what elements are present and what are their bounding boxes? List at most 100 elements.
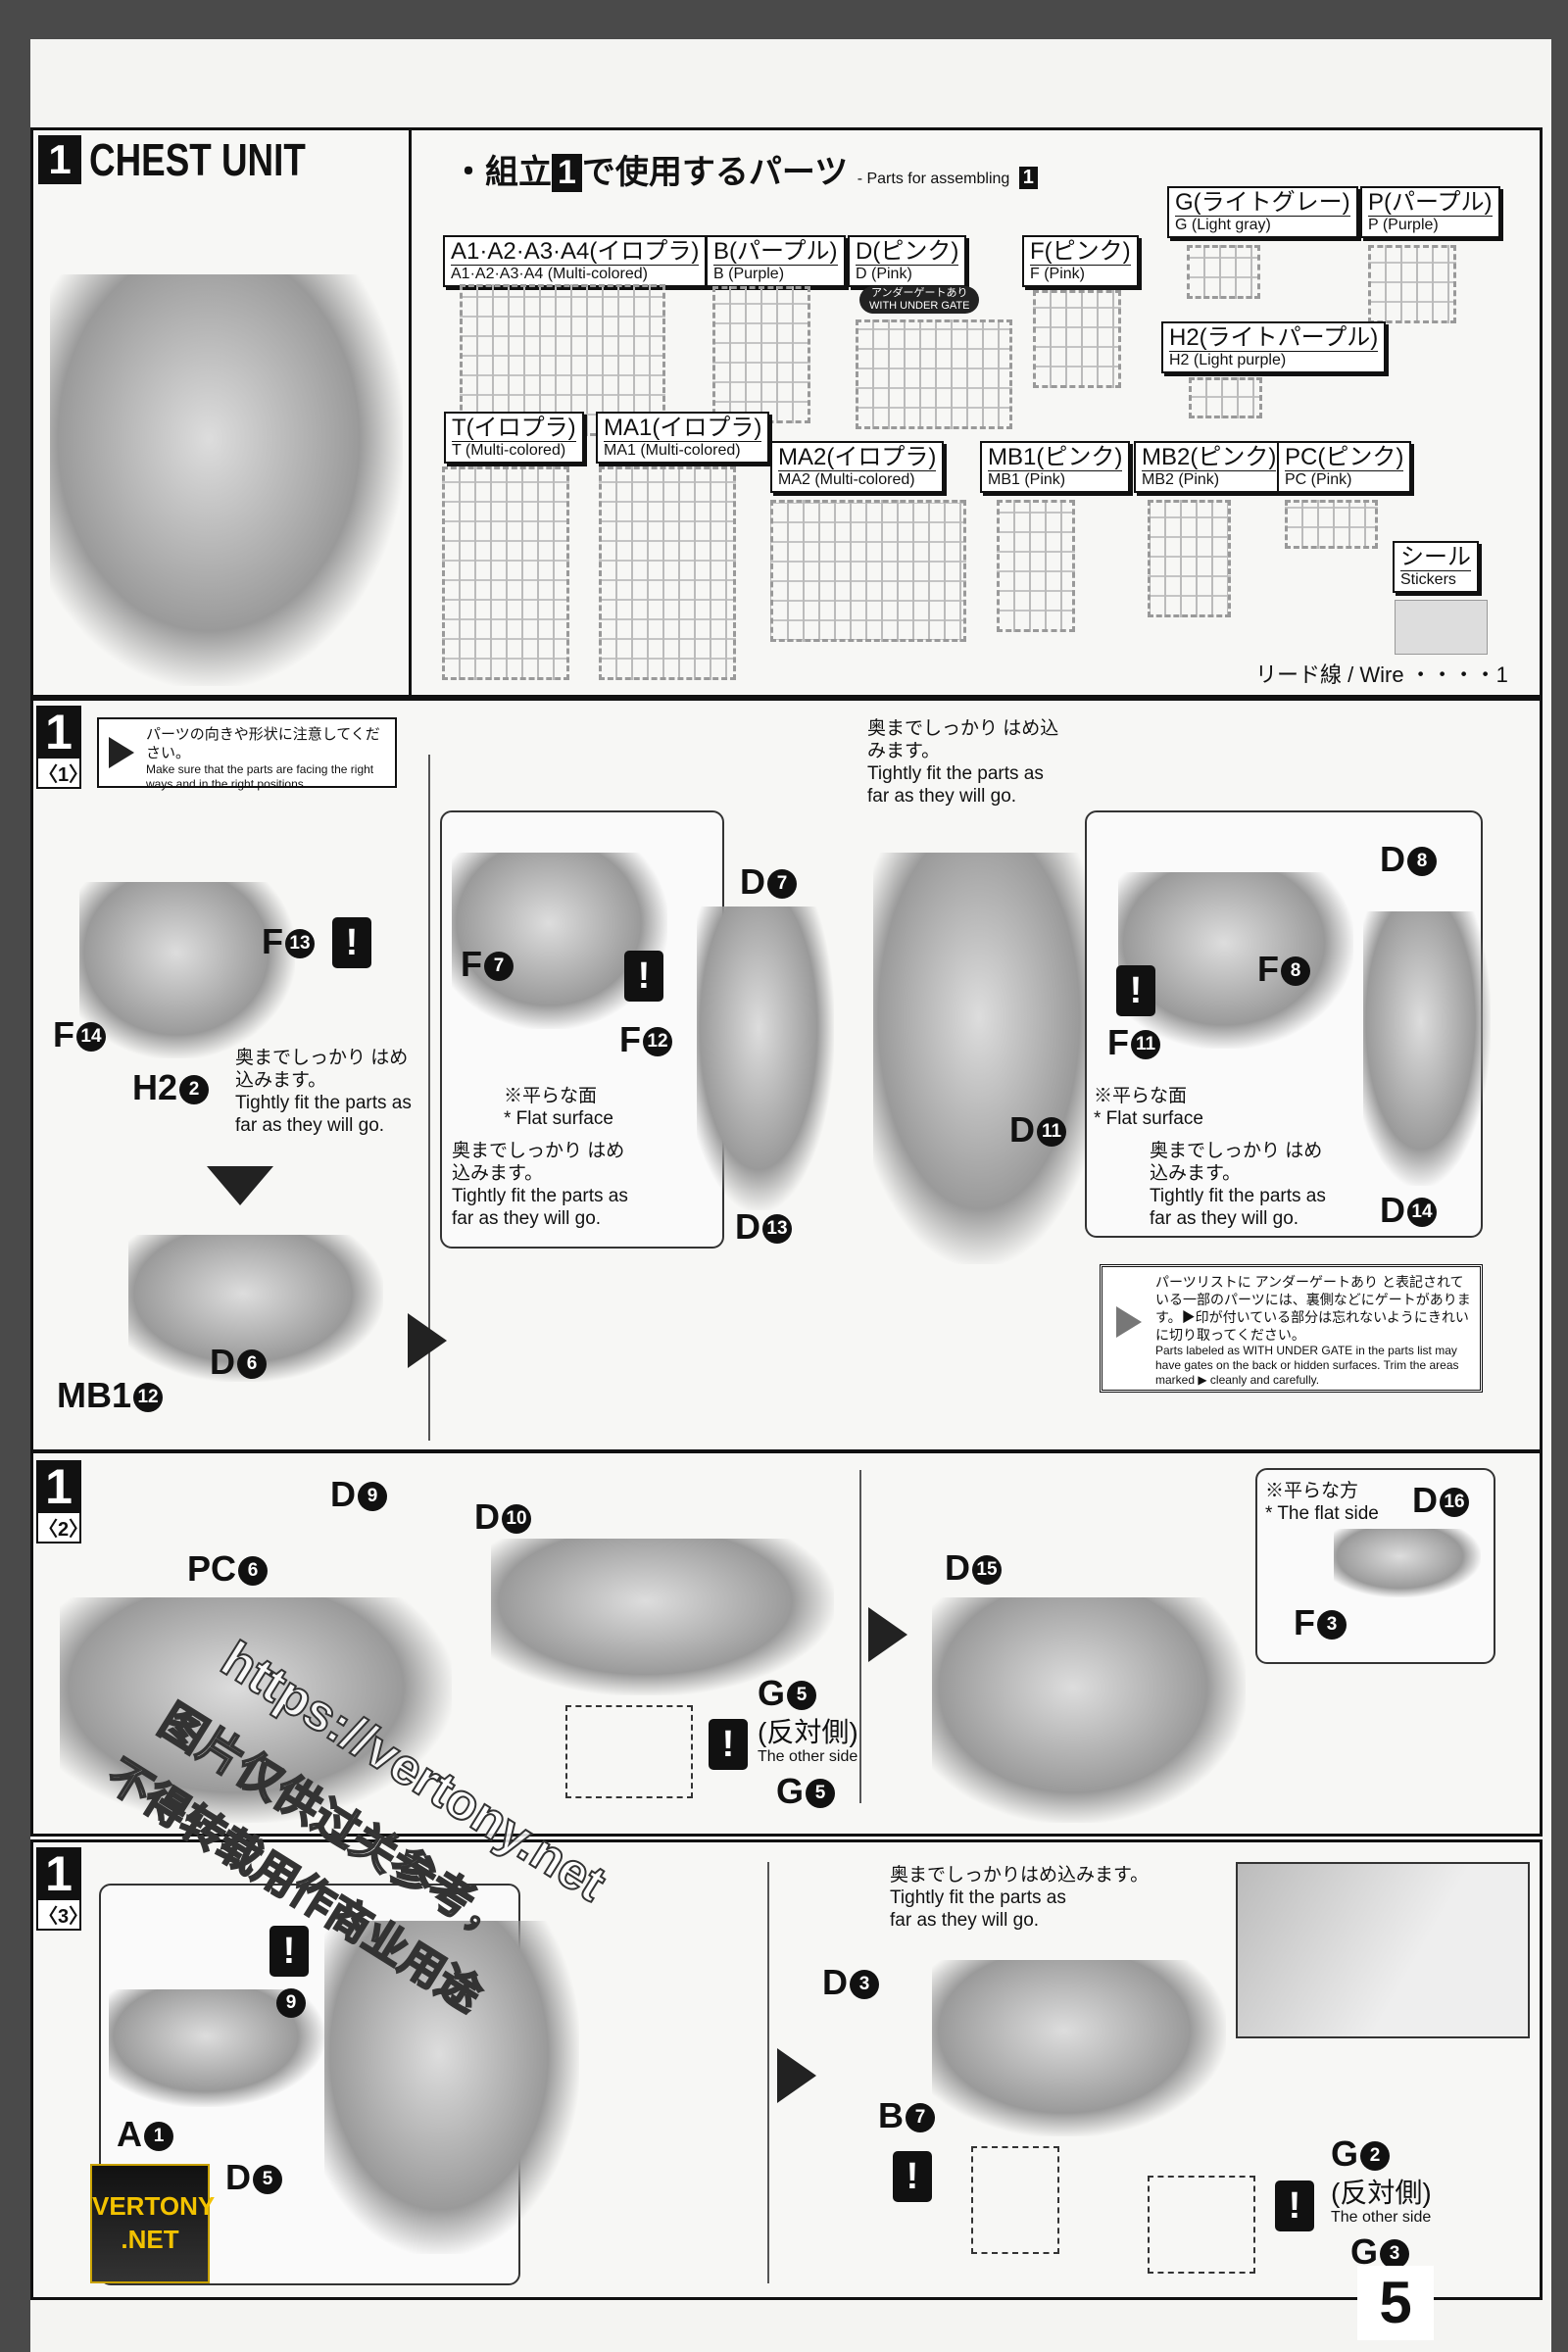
- sticker-sheet-image: [1395, 600, 1488, 655]
- step-number-badge: 1: [38, 135, 81, 184]
- runner-label-h2: H2(ライトパープル)H2 (Light purple): [1161, 321, 1387, 373]
- runner-label-mb2: MB2(ピンク)MB2 (Pink): [1134, 441, 1285, 493]
- arrow-down-icon: [207, 1166, 273, 1205]
- runner-label-ma1: MA1(イロプラ)MA1 (Multi-colored): [596, 412, 770, 464]
- flat-surface-note: ※平らな面* Flat surface: [1094, 1086, 1203, 1129]
- caution-box: パーツの向きや形状に注意してください。 Make sure that the p…: [97, 717, 397, 791]
- substep-label: 〈2〉: [36, 1513, 88, 1544]
- substep-label: 〈1〉: [36, 759, 88, 789]
- flat-side-note: ※平らな方* The flat side: [1265, 1481, 1379, 1524]
- detail-inset: [971, 2146, 1059, 2254]
- detail-inset: [1148, 2176, 1255, 2274]
- chest-assembly-2b-illustration: [491, 1539, 834, 1695]
- detail-inset: [565, 1705, 693, 1798]
- chest-assembly-3a-illustration: [324, 1921, 579, 2254]
- runner-label-g: G(ライトグレー)G (Light gray): [1167, 186, 1358, 238]
- runner-label-mb1: MB1(ピンク)MB1 (Pink): [980, 441, 1131, 493]
- next-step-arrow-icon: [868, 1607, 907, 1662]
- flat-surface-note: ※平らな面* Flat surface: [504, 1086, 613, 1129]
- divider: [428, 755, 430, 1441]
- f7-f12-illustration: [452, 853, 667, 1029]
- next-step-arrow-icon: [777, 2048, 816, 2103]
- runner-a-image: [460, 284, 665, 436]
- runner-g-image: [1187, 245, 1260, 299]
- fit-note: 奥までしっかりはめ込みます。Tightly fit the parts as f…: [890, 1865, 1150, 1931]
- page-number: 5: [1357, 2266, 1434, 2340]
- chest-unit-illustration: [50, 274, 403, 686]
- runner-ma1-image: [599, 466, 736, 680]
- caution-icon: !: [270, 1926, 309, 1977]
- runner-pc-image: [1285, 500, 1378, 549]
- caution-icon: !: [709, 1719, 748, 1770]
- next-step-arrow-icon: [408, 1313, 447, 1368]
- chest-assembly-2a-illustration: [60, 1597, 452, 1823]
- d8-d14-illustration: [1363, 911, 1491, 1186]
- d7-d13-illustration: [697, 906, 834, 1210]
- runner-label-p: P(パープル)P (Purple): [1360, 186, 1500, 238]
- runner-d-image: [856, 319, 1012, 429]
- runner-label-a: A1·A2·A3·A4(イロプラ)A1·A2·A3·A4 (Multi-colo…: [443, 235, 708, 287]
- caution-icon: !: [332, 917, 371, 968]
- runner-label-ma2: MA2(イロプラ)MA2 (Multi-colored): [770, 441, 945, 493]
- runner-label-b: B(パープル)B (Purple): [706, 235, 846, 287]
- runner-h2-image: [1189, 377, 1262, 418]
- fit-note: 奥までしっかり はめ込みます。Tightly fit the parts as …: [452, 1141, 628, 1229]
- section-title: CHEST UNIT: [89, 134, 306, 185]
- arrow-right-icon: [109, 737, 134, 768]
- fit-note: 奥までしっかり はめ込みます。Tightly fit the parts as …: [235, 1048, 412, 1136]
- chest-assembly-3b-illustration: [932, 1960, 1226, 2136]
- step-number-badge: 1: [36, 1460, 81, 1513]
- runner-label-pc: PC(ピンク)PC (Pink): [1277, 441, 1412, 493]
- fit-note: 奥までしっかり はめ込みます。Tightly fit the parts as …: [867, 718, 1059, 807]
- f3-d16-illustration: [1334, 1529, 1481, 1597]
- under-gate-note: パーツリストに アンダーゲートあり と表記されている一部のパーツには、裏側などに…: [1100, 1264, 1483, 1393]
- caution-icon: !: [624, 951, 663, 1002]
- closeup-inset: [1236, 1862, 1530, 2038]
- step-number-badge: 1: [36, 706, 81, 759]
- other-side-note: (反対側)The other side: [758, 1717, 858, 1765]
- runner-b-image: [712, 286, 810, 423]
- caution-icon: !: [1116, 965, 1155, 1016]
- chest-frame-illustration: [873, 853, 1108, 1264]
- wire-count: リード線 / Wire ・・・・1: [1255, 662, 1508, 687]
- caution-icon: !: [1275, 2180, 1314, 2231]
- parts-f13-f14-h2-illustration: [79, 882, 295, 1058]
- part-label-9: 9: [274, 1982, 306, 2021]
- runner-label-f: F(ピンク)F (Pink): [1022, 235, 1139, 287]
- f8-f11-illustration: [1118, 872, 1353, 1049]
- runner-f-image: [1033, 290, 1121, 388]
- fit-note: 奥までしっかり はめ込みます。Tightly fit the parts as …: [1150, 1141, 1326, 1229]
- gate-triangle-icon: [1116, 1306, 1142, 1338]
- caution-icon: !: [893, 2151, 932, 2202]
- step-number-badge: 1: [36, 1847, 81, 1900]
